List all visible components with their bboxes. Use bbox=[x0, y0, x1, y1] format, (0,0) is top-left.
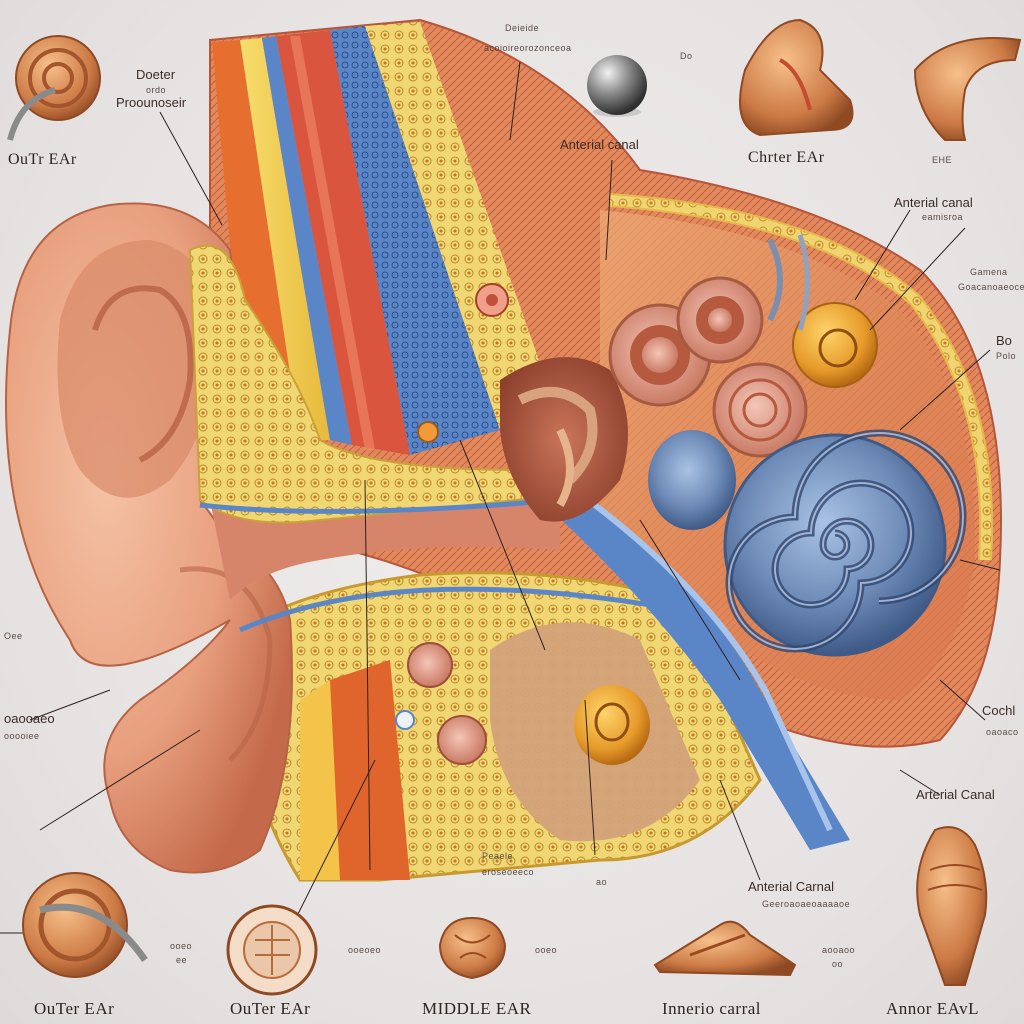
layer-blue-cells bbox=[330, 26, 500, 455]
label-right-note-b: Gamena bbox=[970, 267, 1008, 277]
eustachian-tube bbox=[540, 480, 850, 850]
label-center-note-c: ao bbox=[596, 877, 608, 887]
label-arterial-canal: Arterial Canal bbox=[916, 787, 995, 802]
pink-cell-b bbox=[437, 715, 487, 765]
orange-otolith bbox=[792, 302, 878, 388]
blue-vestibule bbox=[648, 430, 736, 530]
layer-yellow-cells bbox=[365, 22, 560, 430]
label-right-note-a: eamisroa bbox=[922, 212, 964, 222]
label-bottom-anor-ear: Annor EAvL bbox=[886, 999, 979, 1018]
label-right-bo-sub: Polo bbox=[996, 351, 1017, 361]
label-bottom-note-d: ooeo bbox=[535, 945, 558, 955]
label-cochlea: Cochl bbox=[982, 703, 1016, 718]
label-anterial-canal-bottom-sub: Geeroaoaeoaaaaoe bbox=[762, 899, 851, 909]
label-bottom-note-b: ee bbox=[176, 955, 188, 965]
label-side-note-a: Doeter bbox=[136, 67, 176, 82]
label-outer-ear-top-mid: Chrter EAr bbox=[748, 149, 825, 166]
label-center-note-b: eroseoeeco bbox=[482, 867, 535, 877]
label-anterior-canal-right: Anterial canal bbox=[894, 195, 973, 210]
thumb-middle-ear-bottom bbox=[438, 916, 507, 980]
label-bottom-note-f: oo bbox=[832, 959, 844, 969]
label-bottom-inner-canal: Innerio carral bbox=[662, 999, 762, 1018]
label-left-note-a: Oee bbox=[4, 631, 23, 641]
label-outer-ear-top: OuTr EAr bbox=[8, 151, 77, 168]
label-center-note-a: Peaele bbox=[482, 851, 514, 861]
label-bottom-outer-ear-2: OuTer EAr bbox=[230, 999, 311, 1018]
cartilage-yellow bbox=[188, 244, 563, 524]
label-top-right-small: Do bbox=[680, 51, 693, 61]
label-side-note-c: Proounoseir bbox=[116, 95, 187, 110]
label-bottom-middle-ear: MIDDLE EAR bbox=[422, 999, 532, 1018]
label-anterior-canal-top: Anterial canal bbox=[560, 137, 639, 152]
label-bottom-note-e: aooaoo bbox=[822, 945, 856, 955]
label-cochlea-sub: oaoaco bbox=[986, 727, 1019, 737]
orange-ossicle-lower bbox=[574, 685, 650, 765]
thumb-outer-ear-bottom-1 bbox=[22, 872, 148, 978]
label-left-note-c: ooooiee bbox=[4, 731, 40, 741]
label-left-note-b: oaooaeo bbox=[4, 711, 55, 726]
pink-spiral bbox=[712, 362, 808, 458]
layer-blue-a bbox=[262, 36, 352, 445]
label-bottom-note-a: ooeo bbox=[170, 941, 193, 951]
thumb-anvil-bottom bbox=[916, 826, 988, 986]
label-middle-note-a: Deieide bbox=[505, 23, 540, 33]
label-top-right-caption: EHE bbox=[932, 155, 953, 165]
label-bottom-outer-ear-1: OuTer EAr bbox=[34, 999, 115, 1018]
pink-cell-a bbox=[407, 642, 453, 688]
label-anterial-canal-bottom: Anterial Carnal bbox=[748, 879, 834, 894]
label-right-bo: Bo bbox=[996, 333, 1012, 348]
layer-yellow-a bbox=[240, 38, 330, 440]
thumb-outer-ear-top-left bbox=[7, 35, 101, 141]
thumb-inner-canal-bottom bbox=[653, 920, 797, 977]
label-middle-note-b: acoioireorozonceoa bbox=[484, 43, 572, 53]
label-right-note-c: Goacanoaeoce bbox=[958, 282, 1024, 292]
thumb-sphere bbox=[587, 55, 647, 117]
thumb-ossicle-top bbox=[739, 18, 854, 137]
label-side-note-b: ordo bbox=[146, 85, 167, 95]
leader-lines bbox=[0, 61, 1001, 934]
thumb-outer-ear-bottom-2 bbox=[226, 904, 318, 996]
label-bottom-note-c: ooeoeo bbox=[348, 945, 382, 955]
thumb-horn-top-right bbox=[913, 37, 1022, 141]
